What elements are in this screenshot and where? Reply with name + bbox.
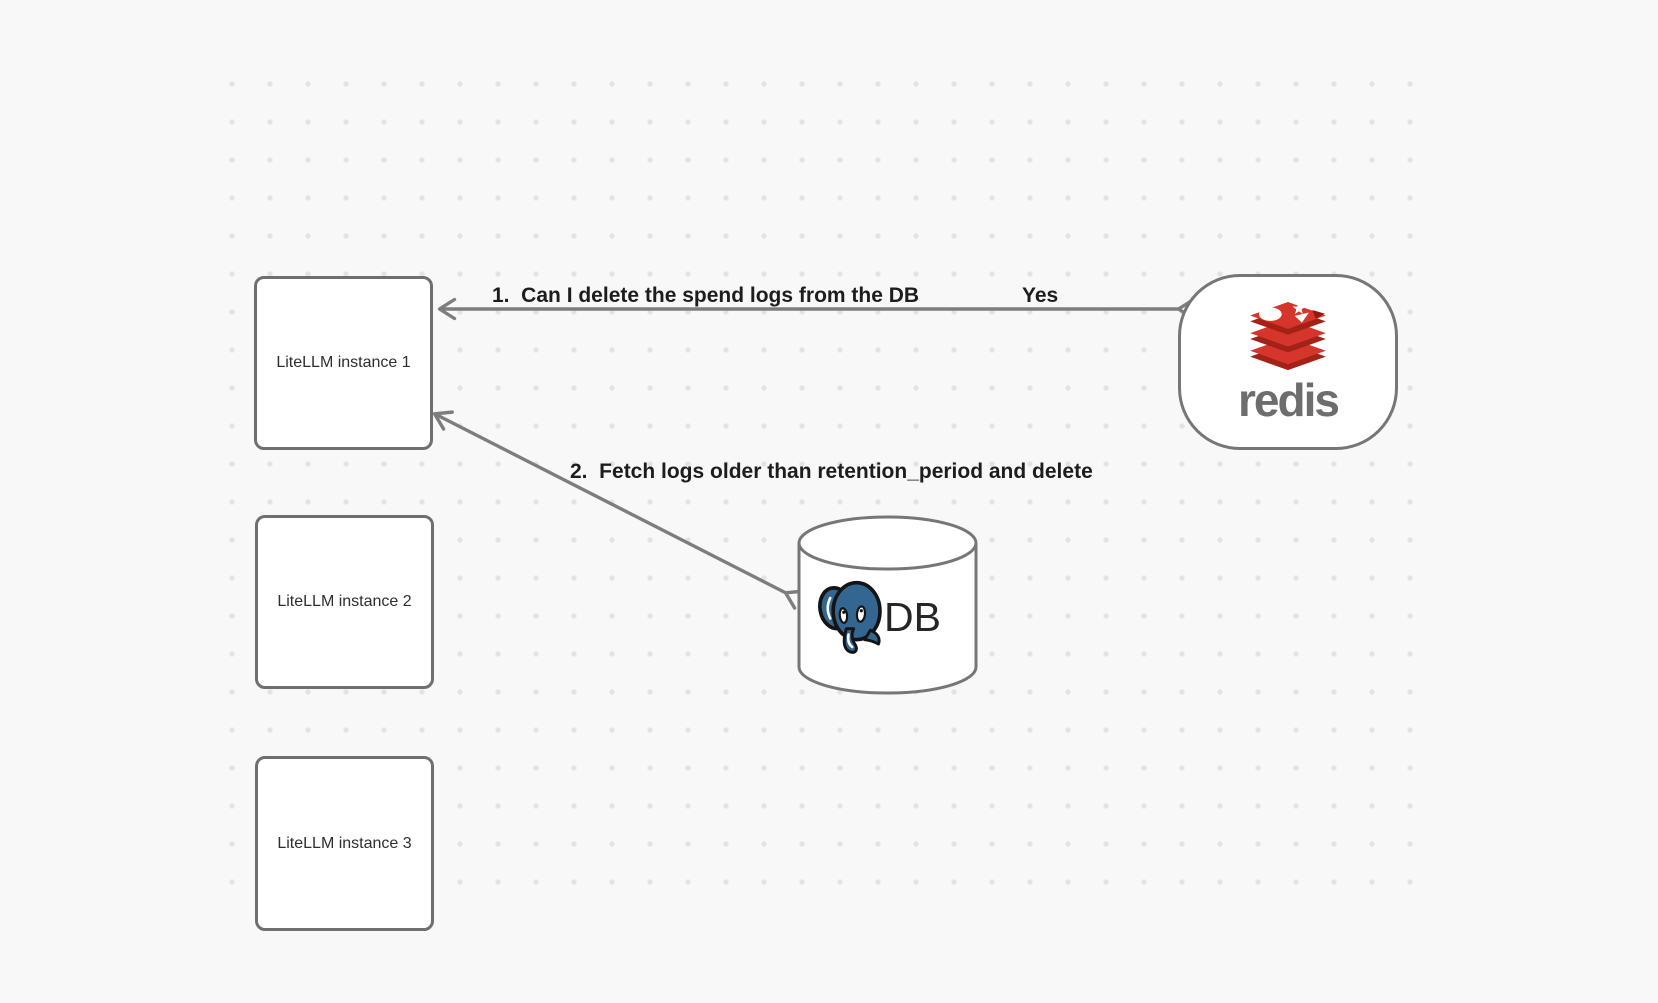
node-db: DB — [796, 515, 979, 697]
postgresql-logo-icon — [818, 580, 882, 654]
node-litellm-instance-2: LiteLLM instance 2 — [255, 515, 434, 689]
node-litellm-instance-1: LiteLLM instance 1 — [254, 276, 433, 450]
node-litellm-instance-3: LiteLLM instance 3 — [255, 756, 434, 931]
node-litellm-instance-3-label: LiteLLM instance 3 — [277, 834, 412, 852]
node-redis: redis — [1178, 274, 1398, 450]
database-cylinder-icon — [797, 515, 978, 695]
node-litellm-instance-1-label: LiteLLM instance 1 — [276, 354, 411, 371]
redis-logo-icon — [1250, 301, 1326, 370]
edge1-answer-label: Yes — [1022, 284, 1059, 307]
db-label: DB — [884, 594, 941, 640]
edge2-label: 2. Fetch logs older than retention_perio… — [570, 460, 1093, 483]
redis-wordmark: redis — [1238, 373, 1340, 426]
node-litellm-instance-2-label: LiteLLM instance 2 — [277, 593, 412, 610]
edge1-label: 1. Can I delete the spend logs from the … — [492, 284, 920, 307]
